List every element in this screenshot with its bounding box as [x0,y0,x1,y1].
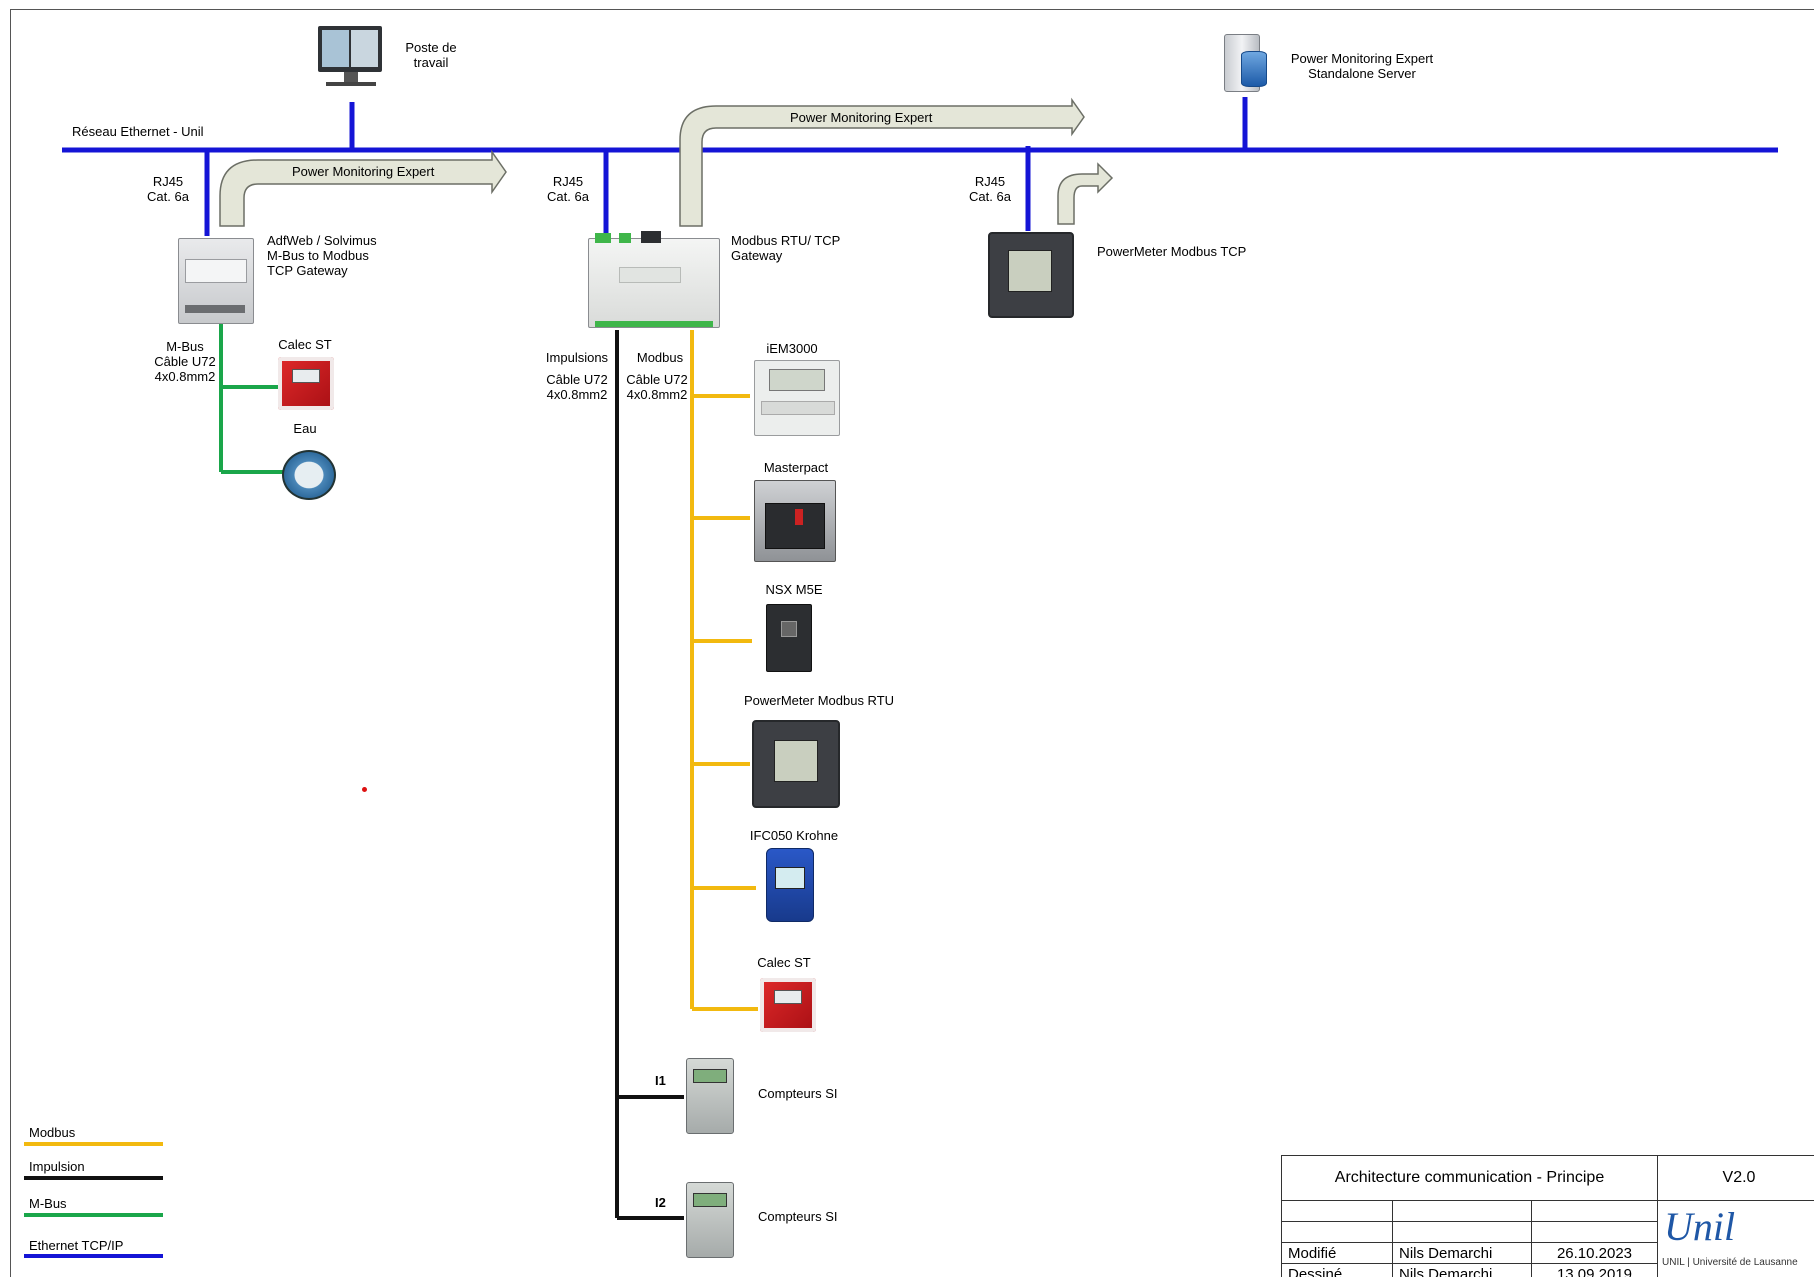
masterpact-icon [754,480,836,562]
modified-name: Nils Demarchi [1393,1243,1532,1264]
workstation-label-line1: Poste de [396,40,466,55]
mbus-cable-line3: 4x0.8mm2 [148,369,222,384]
drawn-name: Nils Demarchi [1393,1264,1532,1277]
unil-logo: Unil [1664,1203,1735,1250]
blank-cell [1282,1222,1393,1243]
masterpact-label: Masterpact [741,460,851,475]
rj45-left-line1: RJ45 [126,174,210,189]
powermeter-rtu-icon [752,720,840,808]
drawn-date: 13.09.2019 [1532,1264,1658,1277]
rj45-left-label: RJ45 Cat. 6a [126,174,210,204]
mbus-gateway-line1: AdfWeb / Solvimus [267,233,377,248]
modified-date: 26.10.2023 [1532,1243,1658,1264]
pulse-meter-2-icon [686,1182,734,1258]
pme-arrow-middle-label: Power Monitoring Expert [790,110,932,125]
blank-cell [1393,1201,1532,1222]
mbus-cable-label: M-Bus Câble U72 4x0.8mm2 [148,339,222,384]
krohne-icon [766,848,814,922]
rj45-mid-line1: RJ45 [526,174,610,189]
mbus-device-calec-label: Calec ST [270,337,340,352]
impulsions-cable-line3: 4x0.8mm2 [542,387,612,402]
modbus-calec-st-icon [760,978,816,1032]
powermeter-rtu-label: PowerMeter Modbus RTU [744,693,894,708]
pulse-meter-1-label: Compteurs SI [758,1086,837,1101]
iem3000-icon [754,360,840,436]
legend-modbus-label: Modbus [29,1125,75,1140]
legend-impulsion-label: Impulsion [29,1159,85,1174]
nsx-m5e-icon [766,604,812,672]
blank-cell [1393,1222,1532,1243]
server-icon [1224,34,1260,92]
blank-cell [1532,1222,1658,1243]
server-label-line2: Standalone Server [1284,66,1440,81]
modbus-calec-label: Calec ST [754,955,814,970]
legend-ethernet-label: Ethernet TCP/IP [29,1238,123,1253]
powermeter-tcp-icon [988,232,1074,318]
drawing-title: Architecture communication - Principe [1282,1156,1658,1201]
workstation-icon [318,26,382,72]
mbus-device-water-label: Eau [280,421,330,436]
rj45-right-label: RJ45 Cat. 6a [948,174,1032,204]
monitor-stand-icon [344,72,358,82]
rj45-left-line2: Cat. 6a [126,189,210,204]
modbus-gateway-line1: Modbus RTU/ TCP [731,233,840,248]
modified-role: Modifié [1282,1243,1393,1264]
modbus-gateway-line2: Gateway [731,248,840,263]
rj45-mid-line2: Cat. 6a [526,189,610,204]
mbus-cable-line2: Câble U72 [148,354,222,369]
blank-cell [1282,1201,1393,1222]
mbus-gateway-line3: TCP Gateway [267,263,377,278]
pulse-input-i1: I1 [655,1073,666,1088]
workstation-label-line2: travail [396,55,466,70]
network-label: Réseau Ethernet - Unil [72,124,204,139]
monitor-base-icon [326,82,376,86]
rj45-right-line1: RJ45 [948,174,1032,189]
title-block-table: Architecture communication - Principe V2… [1281,1155,1814,1277]
water-meter-icon [282,450,336,500]
workstation-label: Poste de travail [396,40,466,70]
impulsions-cable-label: Câble U72 4x0.8mm2 [542,372,612,402]
modbus-cable-label: Câble U72 4x0.8mm2 [622,372,692,402]
mbus-gateway-label: AdfWeb / Solvimus M-Bus to Modbus TCP Ga… [267,233,377,278]
mbus-cable-line1: M-Bus [148,339,222,354]
mbus-gateway-line2: M-Bus to Modbus [267,248,377,263]
server-label-line1: Power Monitoring Expert [1284,51,1440,66]
pme-arrow-right [1058,164,1112,224]
krohne-label: IFC050 Krohne [744,828,844,843]
modbus-gateway-label: Modbus RTU/ TCP Gateway [731,233,840,263]
title-block: Architecture communication - Principe V2… [1281,1155,1814,1277]
pulse-meter-1-icon [686,1058,734,1134]
pme-arrow-left-label: Power Monitoring Expert [292,164,434,179]
legend-mbus-label: M-Bus [29,1196,67,1211]
rj45-mid-label: RJ45 Cat. 6a [526,174,610,204]
drawing-version: V2.0 [1658,1156,1814,1201]
powermeter-tcp-label: PowerMeter Modbus TCP [1097,244,1246,259]
unil-logo-subtitle: UNIL | Université de Lausanne [1662,1257,1798,1268]
server-label: Power Monitoring Expert Standalone Serve… [1284,51,1440,81]
pulse-meter-2-label: Compteurs SI [758,1209,837,1224]
modbus-gateway-icon [588,238,720,328]
iem3000-label: iEM3000 [742,341,842,356]
modbus-cable-line2: Câble U72 [622,372,692,387]
logo-cell: Unil UNIL | Université de Lausanne [1658,1201,1814,1277]
drawn-role: Dessiné [1282,1264,1393,1277]
impulsions-label: Impulsions [542,350,612,365]
nsx-m5e-label: NSX M5E [744,582,844,597]
impulsions-cable-line2: Câble U72 [542,372,612,387]
blank-cell [1532,1201,1658,1222]
calec-st-icon [278,357,334,410]
modbus-label: Modbus [622,350,698,365]
modbus-cable-line3: 4x0.8mm2 [622,387,692,402]
pulse-input-i2: I2 [655,1195,666,1210]
mbus-gateway-icon [178,238,254,324]
rj45-right-line2: Cat. 6a [948,189,1032,204]
red-dot-mark [362,787,367,792]
